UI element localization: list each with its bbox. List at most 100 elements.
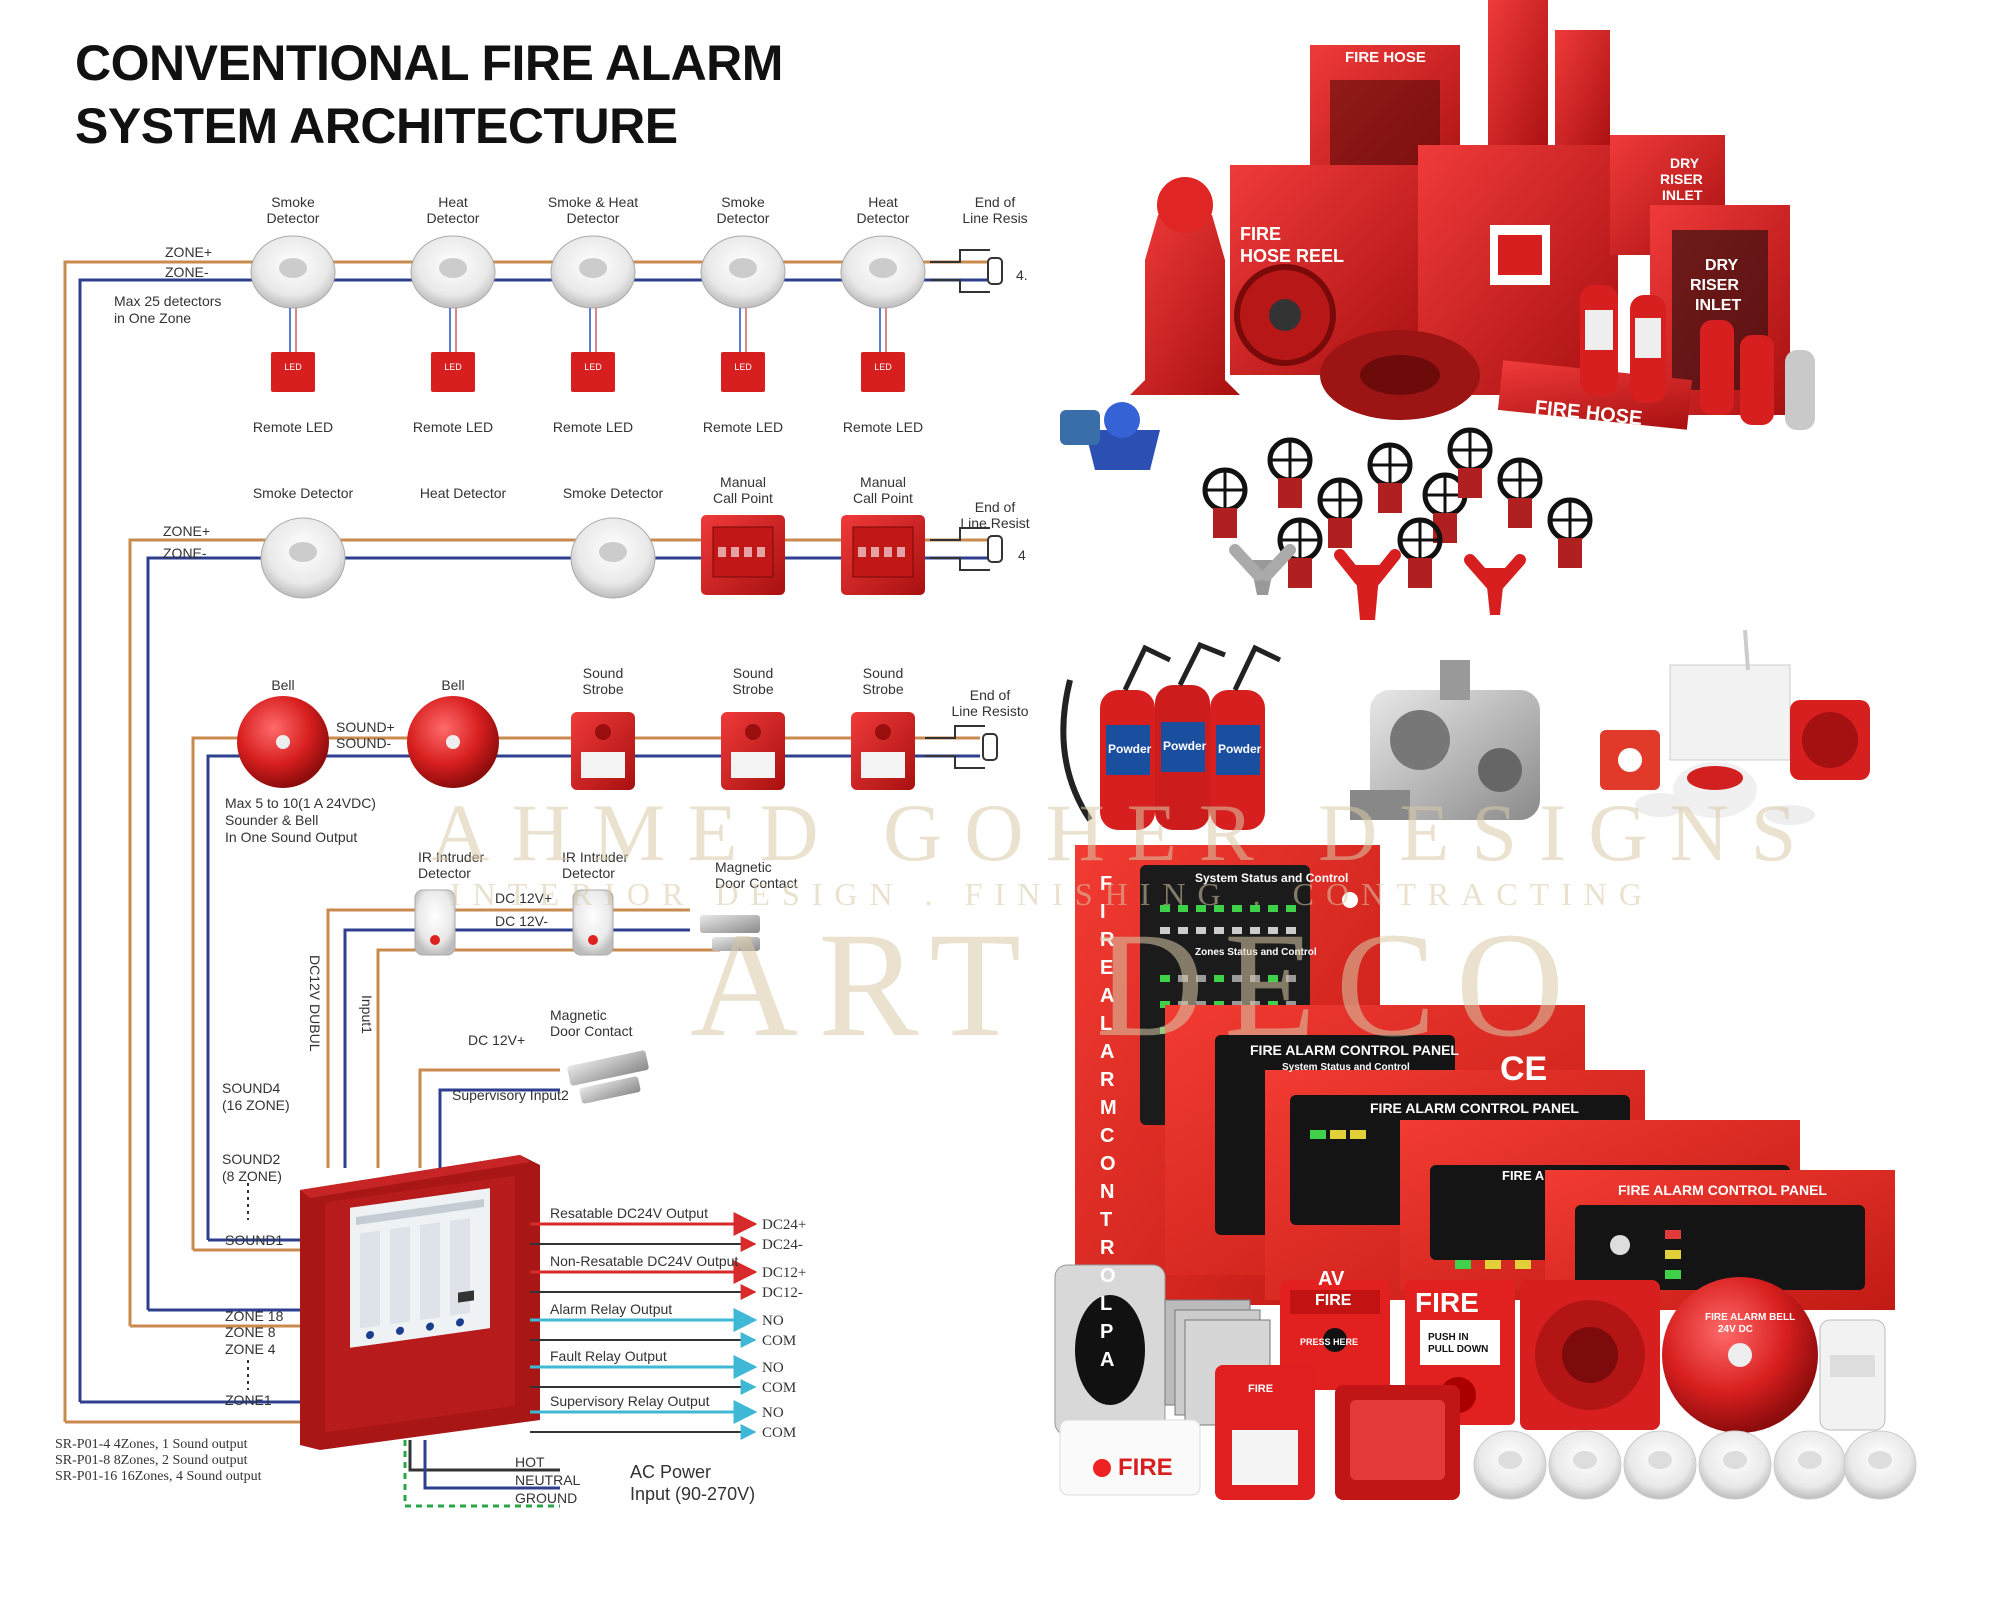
dc12v-dubul-label: DC12V DUBUL bbox=[307, 955, 323, 1052]
control-panels-photo bbox=[1054, 845, 1917, 1500]
remote-led: LED bbox=[571, 352, 615, 392]
valve-wheel bbox=[1497, 457, 1543, 528]
panel-2-status-text: System Status and Control bbox=[1282, 1062, 1410, 1073]
sound2-label: SOUND2(8 ZONE) bbox=[222, 1151, 282, 1184]
diagram-title-line1: CONVENTIONAL FIRE ALARM bbox=[75, 35, 783, 91]
power-hot-label: HOT bbox=[515, 1454, 545, 1470]
output-terminal-2: COM bbox=[762, 1380, 796, 1396]
heat-detector bbox=[410, 235, 496, 309]
panel-led bbox=[1250, 975, 1260, 982]
brand-mark: AV bbox=[1318, 1268, 1345, 1290]
remote-led-label: Remote LED bbox=[413, 419, 493, 435]
panel-led bbox=[1232, 927, 1242, 934]
watermark-line3: ART DECO bbox=[690, 902, 1584, 1068]
manual-call-point bbox=[841, 515, 925, 595]
magnetic-door-contact bbox=[567, 1050, 649, 1104]
smoke-detector bbox=[570, 517, 656, 599]
smoke-detectors-row bbox=[1473, 1430, 1917, 1500]
panel-led bbox=[1160, 927, 1170, 934]
row2-device-label: Smoke Detector bbox=[253, 485, 354, 501]
watermark-line1: AHMED GOHER DESIGNS bbox=[430, 787, 1818, 878]
dc12-minus-label: DC 12V- bbox=[495, 913, 548, 929]
panel-led bbox=[1214, 1001, 1224, 1008]
dc12-plus-2-label: DC 12V+ bbox=[468, 1032, 525, 1048]
power-ground-label: GROUND bbox=[515, 1490, 577, 1506]
remote-led: LED bbox=[431, 352, 475, 392]
panel-led bbox=[1160, 1001, 1170, 1008]
sound-strobe bbox=[851, 712, 915, 790]
panel-button bbox=[1665, 1230, 1681, 1239]
output-terminal-1: DC24+ bbox=[762, 1217, 806, 1233]
panel-led bbox=[1232, 905, 1242, 912]
call-point-fire-label: FIRE bbox=[1315, 1292, 1352, 1309]
smoke-detector bbox=[700, 235, 786, 309]
press-here-label: PRESS HERE bbox=[1300, 1337, 1358, 1347]
smoke-detector bbox=[1773, 1430, 1847, 1500]
smoke-detector bbox=[1473, 1430, 1547, 1500]
alarm-bell bbox=[407, 696, 499, 788]
remote-led-label: Remote LED bbox=[843, 419, 923, 435]
valve-wheel bbox=[1317, 477, 1363, 548]
sound1-label: SOUND1 bbox=[225, 1232, 284, 1248]
fire-fighting-equipment-photo bbox=[1060, 0, 1815, 620]
zone8-label: ZONE 8 bbox=[225, 1324, 276, 1340]
panel-led bbox=[1196, 905, 1206, 912]
smoke-detector bbox=[1548, 1430, 1622, 1500]
row2-zone-plus: ZONE+ bbox=[163, 523, 210, 539]
panel-button bbox=[1485, 1260, 1501, 1269]
panel-led bbox=[1214, 927, 1224, 934]
remote-led-badge: LED bbox=[874, 362, 892, 372]
zone4-label: ZONE 4 bbox=[225, 1341, 276, 1357]
magnetic-door-contact bbox=[700, 915, 760, 951]
row2-device-label: Heat Detector bbox=[420, 485, 507, 501]
panel-led bbox=[1268, 1001, 1278, 1008]
fire-pump-photo bbox=[1350, 660, 1540, 820]
manual-call-point bbox=[701, 515, 785, 595]
dc12-plus-label: DC 12V+ bbox=[495, 890, 552, 906]
panel-led bbox=[1268, 927, 1278, 934]
panel-button bbox=[1455, 1260, 1471, 1269]
panel-led bbox=[1286, 927, 1296, 934]
remote-led-badge: LED bbox=[444, 362, 462, 372]
supervisory-input2-label: Supervisory Input2 bbox=[452, 1087, 569, 1103]
panel-led bbox=[1178, 927, 1188, 934]
panel-zones-text: Zones Status and Control bbox=[1195, 947, 1317, 958]
panel-button bbox=[1330, 1130, 1346, 1139]
smoke-detector bbox=[260, 517, 346, 599]
panel-button bbox=[1310, 1130, 1326, 1139]
watermark-line2: INTERIOR DESIGN . FINISHING . CONTRACTIN… bbox=[450, 876, 1654, 912]
row3-device-label: Bell bbox=[271, 677, 294, 693]
zone18-label: ZONE 18 bbox=[225, 1308, 284, 1324]
remote-led-badge: LED bbox=[734, 362, 752, 372]
valve-wheel bbox=[1447, 427, 1493, 498]
smoke-detector bbox=[250, 235, 336, 309]
panel-led bbox=[1268, 905, 1278, 912]
blue-valve bbox=[1085, 430, 1160, 470]
heat-detector bbox=[840, 235, 926, 309]
remote-led: LED bbox=[271, 352, 315, 392]
strobe-fire-label: FIRE bbox=[1248, 1383, 1273, 1395]
sound-strobe bbox=[571, 712, 635, 790]
